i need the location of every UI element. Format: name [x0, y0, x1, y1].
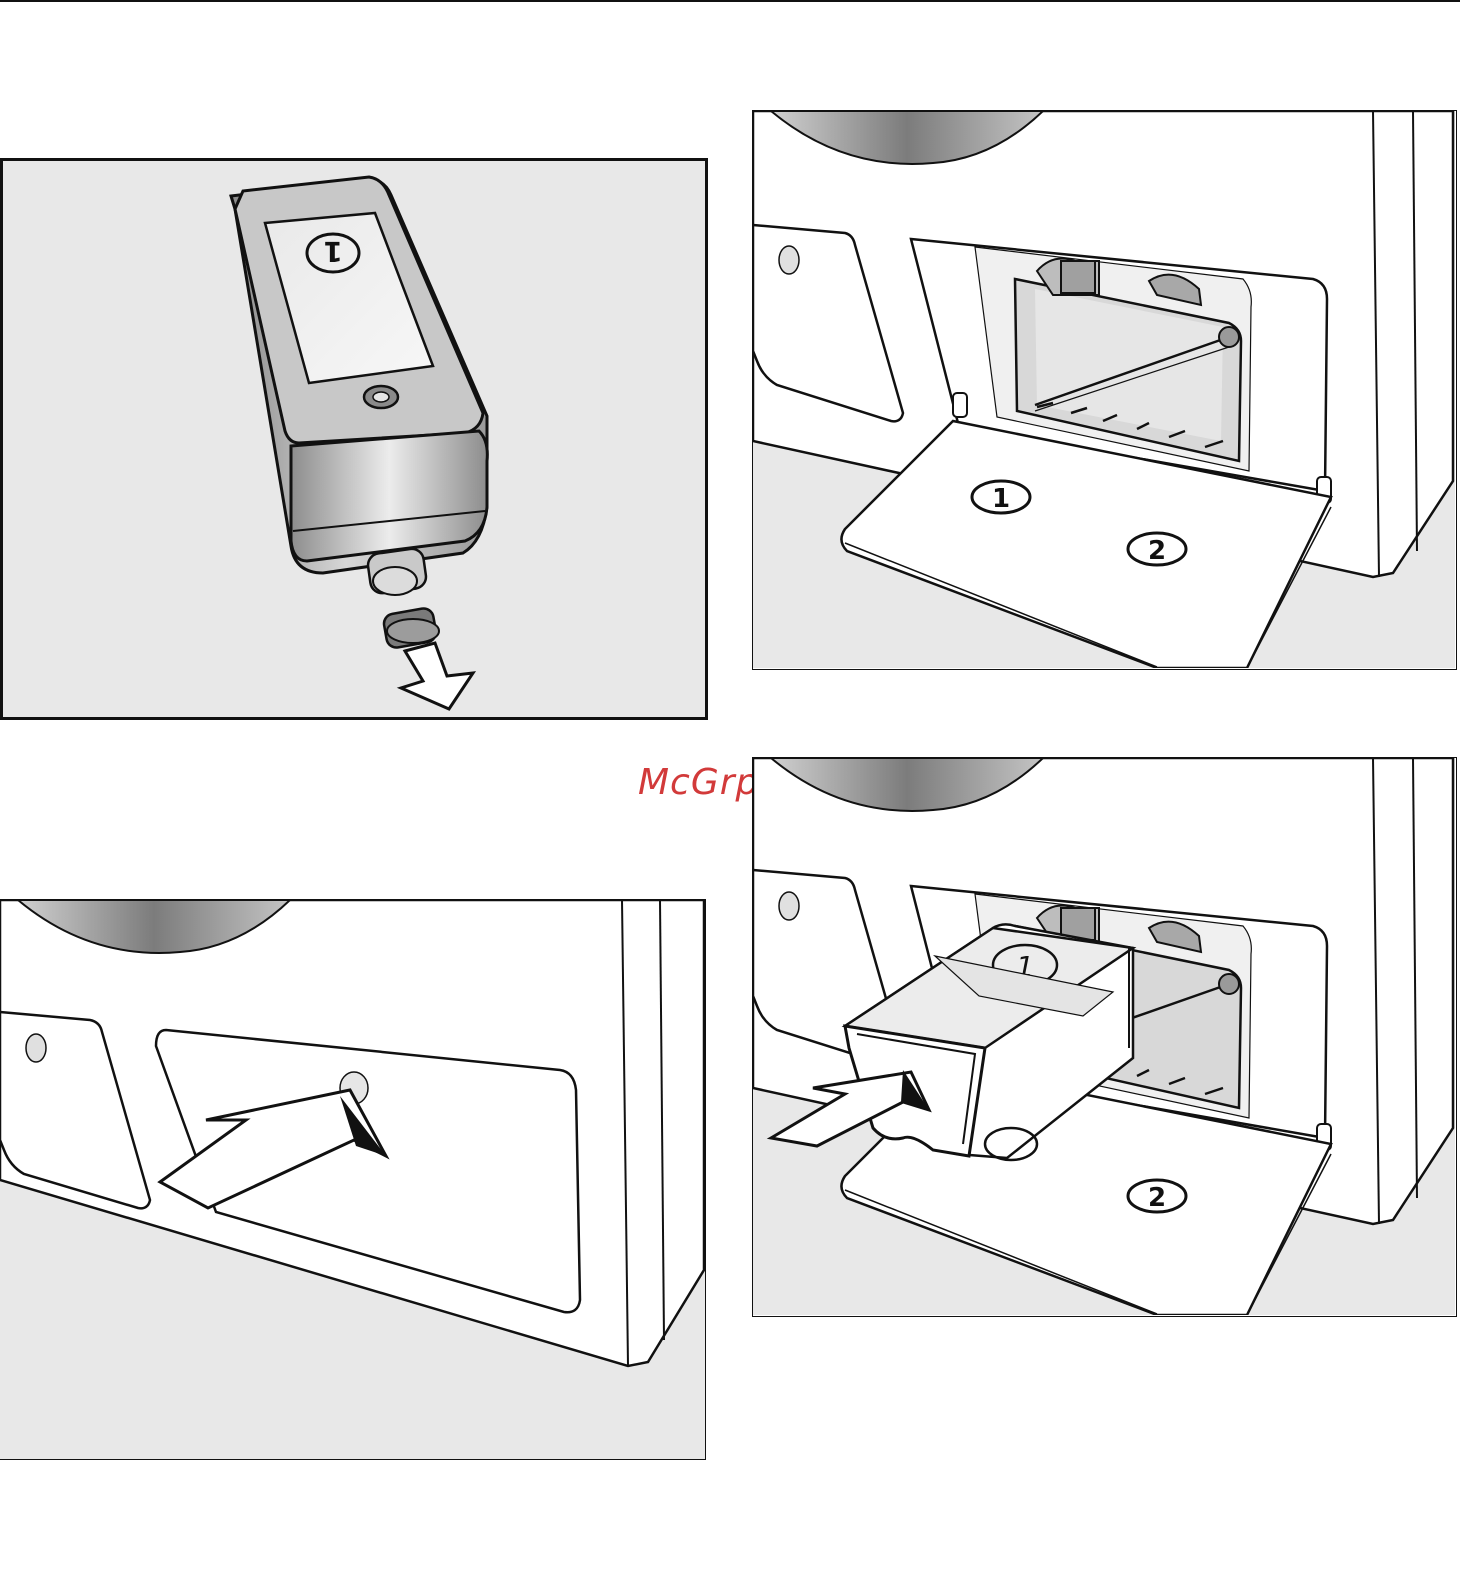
press-panel-illustration	[0, 900, 706, 1459]
top-rule	[0, 0, 1460, 2]
compartment-2-label: 2	[1148, 1183, 1166, 1213]
cartridge-number-label: 1	[323, 235, 342, 268]
open-flap-illustration: 1 2	[753, 111, 1455, 668]
illustration-open-flap: 1 2	[752, 110, 1457, 670]
cartridge-cap-illustration: 1	[3, 161, 705, 717]
illustration-insert-cartridge: 2 1	[752, 757, 1457, 1317]
insert-cartridge-illustration: 2 1	[753, 758, 1455, 1315]
illustration-press-to-open	[0, 899, 706, 1460]
illustration-remove-cap: 1	[0, 158, 708, 720]
compartment-1-label: 1	[992, 484, 1010, 514]
compartment-2-label: 2	[1148, 536, 1166, 566]
